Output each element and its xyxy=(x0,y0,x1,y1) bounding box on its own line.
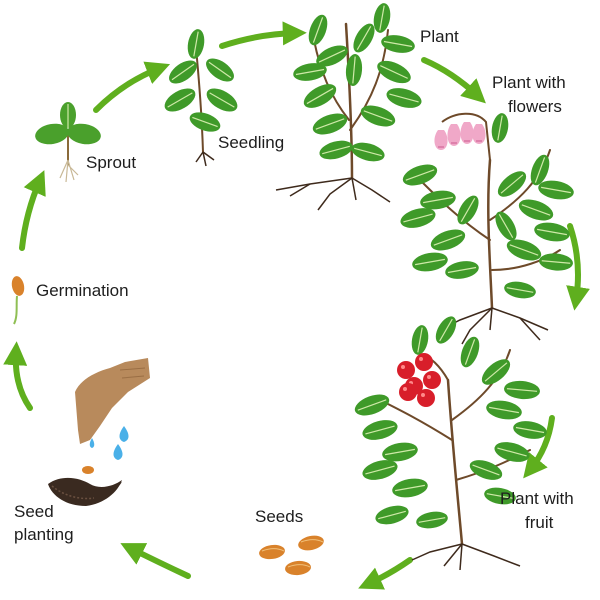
berry-icon xyxy=(423,371,441,389)
berry-icon xyxy=(399,383,417,401)
seedling-illustration xyxy=(164,29,238,167)
cycle-arrow-icon xyxy=(358,557,413,590)
berry-icon xyxy=(397,361,415,379)
seed-icon xyxy=(298,535,324,551)
berry-cluster xyxy=(397,353,441,407)
plant-with-flowers-illustration xyxy=(400,113,574,345)
cycle-arrows xyxy=(3,21,590,590)
germinating-seed-illustration xyxy=(11,276,25,325)
plant-illustration xyxy=(275,3,422,211)
label-plant-with-fruit-1: Plant with xyxy=(500,489,574,508)
flower-cluster xyxy=(434,112,491,161)
label-seeds: Seeds xyxy=(255,507,303,526)
label-plant-with-flowers-2: flowers xyxy=(508,97,562,116)
cycle-arrow-icon xyxy=(523,415,555,479)
seeds-illustration xyxy=(259,535,324,576)
berry-icon xyxy=(415,353,433,371)
flower-icon xyxy=(472,124,486,144)
plant-illustrations xyxy=(164,3,574,571)
water-drop-icon xyxy=(113,444,123,460)
flower-icon xyxy=(434,130,448,150)
cycle-arrow-icon xyxy=(219,21,307,49)
seed-planting-illustration xyxy=(48,358,150,506)
cycle-arrow-icon xyxy=(19,170,46,251)
cycle-arrow-icon xyxy=(93,61,171,113)
flower-icon xyxy=(460,122,474,144)
cycle-arrow-icon xyxy=(3,341,33,411)
sprout-illustration xyxy=(35,102,101,183)
seed-icon xyxy=(259,544,285,560)
label-sprout: Sprout xyxy=(86,153,136,172)
label-seed-planting-2: planting xyxy=(14,525,74,544)
label-plant-with-flowers-1: Plant with xyxy=(492,73,566,92)
label-seed-planting-1: Seed xyxy=(14,502,54,521)
hand-icon xyxy=(75,358,150,444)
plant-with-fruit-illustration xyxy=(354,316,547,571)
water-drop-icon xyxy=(119,426,129,442)
label-germination: Germination xyxy=(36,281,129,300)
seed-icon xyxy=(285,560,311,576)
berry-icon xyxy=(417,389,435,407)
label-plant-with-fruit-2: fruit xyxy=(525,513,554,532)
cycle-arrow-icon xyxy=(421,57,486,104)
stage-labels: Plant Plant with flowers Plant with frui… xyxy=(14,27,574,544)
seed-icon xyxy=(82,466,94,474)
label-plant: Plant xyxy=(420,27,459,46)
cycle-arrow-icon xyxy=(566,223,590,311)
flower-icon xyxy=(447,124,461,146)
label-seedling: Seedling xyxy=(218,133,284,152)
cycle-arrow-icon xyxy=(120,543,191,579)
